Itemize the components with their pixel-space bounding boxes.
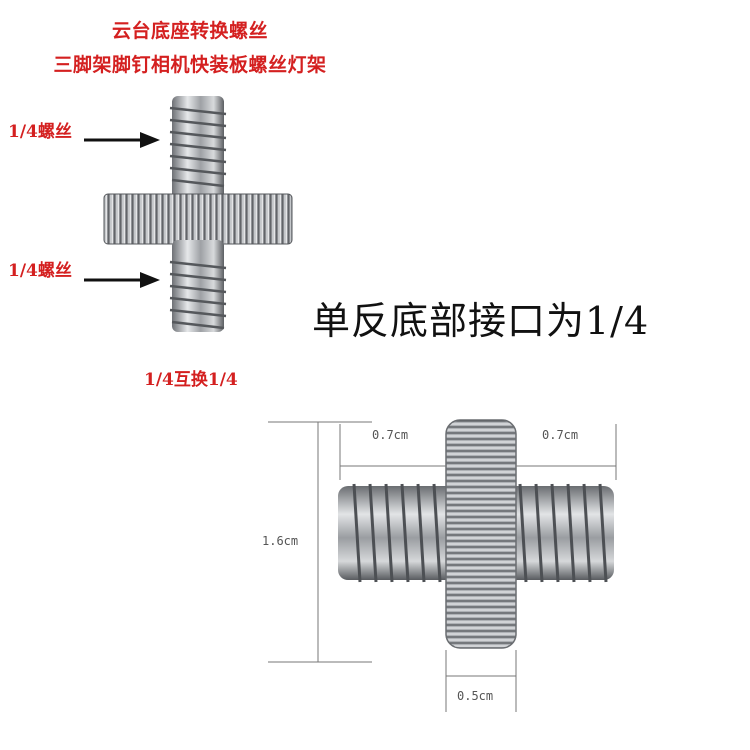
conversion-label: 1/4互换1/4: [144, 370, 238, 390]
right-length-label: 0.7cm: [542, 428, 579, 442]
dimension-lines: [268, 421, 617, 712]
top-thread-label: 1/4螺丝: [8, 122, 72, 142]
height-label: 1.6cm: [262, 534, 299, 548]
product-subtitle: 三脚架脚钉相机快装板螺丝灯架: [53, 54, 327, 76]
headline: 单反底部接口为1/4: [312, 299, 650, 343]
arrow-right-icon: [84, 132, 160, 148]
arrow-right-icon: [84, 272, 160, 288]
left-length-label: 0.7cm: [372, 428, 409, 442]
product-title: 云台底座转换螺丝: [111, 20, 268, 42]
knob-width-label: 0.5cm: [457, 689, 494, 703]
bottom-thread-label: 1/4螺丝: [8, 261, 72, 281]
screw-photo-horizontal: [338, 419, 614, 649]
